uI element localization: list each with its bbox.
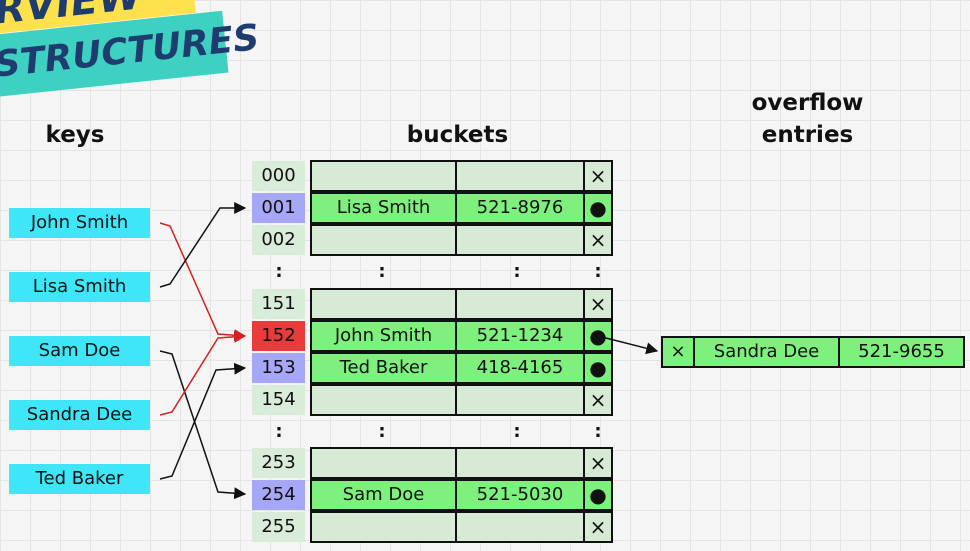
key-lisa-smith: Lisa Smith: [9, 272, 150, 302]
ellipsis: :: [275, 261, 283, 282]
null-pointer-icon: ×: [589, 388, 607, 412]
bucket-number: 521-1234: [457, 322, 585, 350]
bucket-name: [312, 449, 457, 477]
bucket-index: 002: [252, 225, 305, 255]
overflow-name: Sandra Dee: [695, 338, 840, 366]
key-john-smith: John Smith: [9, 208, 150, 238]
bucket-number: [457, 226, 585, 254]
bucket-number: [457, 513, 585, 541]
ellipsis: :: [594, 261, 602, 282]
bucket-name: [312, 226, 457, 254]
bucket-name: Lisa Smith: [312, 194, 457, 222]
pointer-dot-icon: ●: [589, 483, 607, 507]
bucket-number: 418-4165: [457, 354, 585, 382]
arrow-ted-baker: [159, 362, 247, 480]
bucket-row: ×: [310, 511, 613, 543]
key-sandra-dee: Sandra Dee: [9, 400, 150, 430]
bucket-row: ×: [310, 288, 613, 320]
bucket-number: 521-8976: [457, 194, 585, 222]
bucket-index: 154: [252, 385, 305, 415]
bucket-name: [312, 290, 457, 318]
bucket-row: John Smith 521-1234 ●: [310, 320, 613, 352]
bucket-row: ×: [310, 384, 613, 416]
pointer-dot-icon: ●: [589, 196, 607, 220]
bucket-index: 254: [252, 480, 305, 510]
ellipsis: :: [513, 261, 521, 282]
null-pointer-icon: ×: [589, 164, 607, 188]
overflow-header-line1: overflow: [751, 90, 864, 116]
bucket-name: John Smith: [312, 322, 457, 350]
pointer-dot-icon: ●: [589, 324, 607, 348]
bucket-name: [312, 386, 457, 414]
ellipsis: :: [594, 421, 602, 442]
bucket-number: [457, 449, 585, 477]
arrow-overflow: [597, 335, 659, 355]
arrow-sam-doe: [159, 350, 247, 500]
bucket-index: 153: [252, 353, 305, 383]
overflow-header-line2: entries: [761, 122, 854, 148]
bucket-row: Sam Doe 521-5030 ●: [310, 479, 613, 511]
arrow-lisa-smith: [159, 202, 247, 288]
null-pointer-icon: ×: [589, 515, 607, 539]
key-sam-doe: Sam Doe: [9, 336, 150, 366]
bucket-row: Ted Baker 418-4165 ●: [310, 352, 613, 384]
bucket-name: [312, 513, 457, 541]
ellipsis: :: [378, 421, 386, 442]
pointer-dot-icon: ●: [589, 356, 607, 380]
null-pointer-icon: ×: [589, 228, 607, 252]
bucket-number: 521-5030: [457, 481, 585, 509]
bucket-row: Lisa Smith 521-8976 ●: [310, 192, 613, 224]
ellipsis: :: [378, 261, 386, 282]
bucket-number: [457, 386, 585, 414]
null-pointer-icon: ×: [663, 338, 695, 366]
bucket-index: 000: [252, 161, 305, 191]
keys-header: keys: [45, 122, 105, 148]
arrow-john-smith: [159, 222, 247, 342]
buckets-header: buckets: [406, 122, 509, 148]
bucket-row: ×: [310, 160, 613, 192]
bucket-number: [457, 162, 585, 190]
bucket-row: ×: [310, 447, 613, 479]
bucket-name: [312, 162, 457, 190]
bucket-index: 255: [252, 512, 305, 542]
bucket-row: ×: [310, 224, 613, 256]
arrow-sandra-dee: [159, 330, 247, 416]
bucket-index-collision: 152: [252, 321, 305, 351]
bucket-name: Ted Baker: [312, 354, 457, 382]
overflow-entry: × Sandra Dee 521-9655: [661, 336, 965, 368]
key-ted-baker: Ted Baker: [9, 464, 150, 494]
bucket-index: 001: [252, 193, 305, 223]
bucket-name: Sam Doe: [312, 481, 457, 509]
overflow-number: 521-9655: [858, 341, 945, 362]
bucket-number: [457, 290, 585, 318]
ellipsis: :: [275, 421, 283, 442]
null-pointer-icon: ×: [589, 292, 607, 316]
bucket-index: 253: [252, 448, 305, 478]
ellipsis: :: [513, 421, 521, 442]
null-pointer-icon: ×: [589, 451, 607, 475]
bucket-index: 151: [252, 289, 305, 319]
